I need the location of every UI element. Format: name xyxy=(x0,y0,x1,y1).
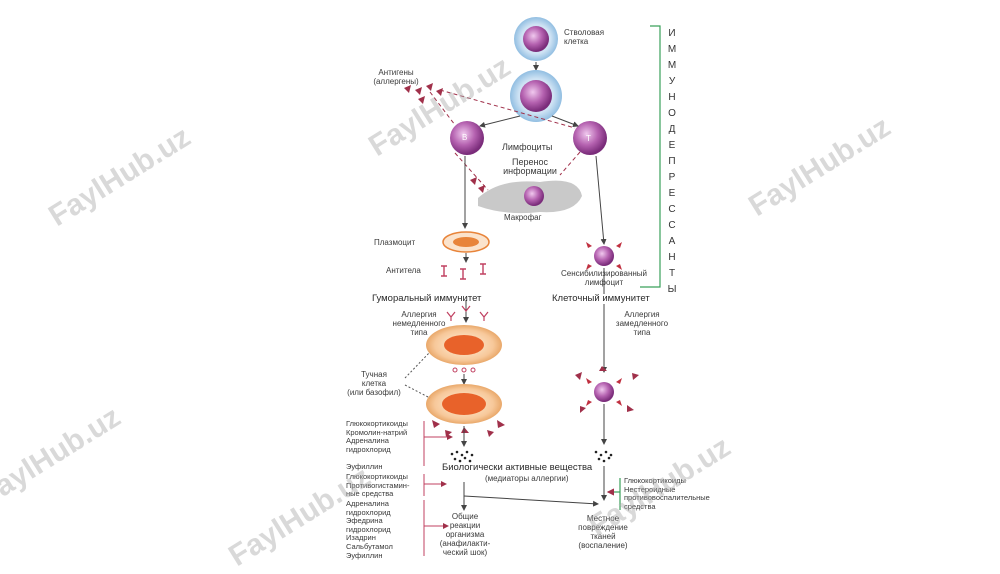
stem-cell-label: Стволовая клетка xyxy=(564,28,605,46)
drugs-group-4: Глюкокортикоиды Нестероидные противовосп… xyxy=(624,476,710,511)
vertical-letter: Е xyxy=(668,140,676,151)
plasmocyte-cell xyxy=(442,231,490,253)
antibodies xyxy=(441,263,486,280)
vertical-letter: Ы xyxy=(667,284,677,295)
mediator-dots-left xyxy=(450,450,474,463)
vertical-letter: О xyxy=(668,108,676,119)
delayed-allergy-label: Аллергия замедленного типа xyxy=(615,310,669,337)
antigens-label: Антигены (аллергены) xyxy=(373,68,419,86)
vertical-letter: И xyxy=(668,28,676,39)
mast-cell-1 xyxy=(426,325,502,365)
drugs-group-3: Адреналина гидрохлорид Эфедрина гидрохло… xyxy=(346,499,393,560)
arrow-to-b xyxy=(479,115,521,128)
drugs-group-1: Глюкокортикоиды Кромолин-натрий Адренали… xyxy=(346,419,408,471)
vertical-letter: Д xyxy=(668,124,676,135)
vertical-letter: Н xyxy=(668,92,676,103)
vertical-letter: А xyxy=(668,236,676,247)
mast-label-leaders xyxy=(404,351,431,399)
arrow-to-t xyxy=(551,115,579,128)
vertical-letter: Н xyxy=(668,252,676,263)
immune-diagram xyxy=(205,17,745,562)
sensitized-lymphocyte-cell xyxy=(586,242,622,270)
antigen-dashes xyxy=(429,89,581,191)
b-cell xyxy=(450,121,484,155)
mediators-label: (медиаторы аллергии) xyxy=(485,474,569,483)
bioactive-label: Биологически активные вещества xyxy=(442,462,593,473)
sensitized-lymphocyte-2 xyxy=(575,366,639,413)
mast-cell-label: Тучная клетка (или базофил) xyxy=(347,370,401,397)
t-cell xyxy=(573,121,607,155)
vertical-letter: Т xyxy=(668,268,676,279)
mediator-dots-right xyxy=(594,450,613,463)
plasmocyte-label: Плазмоцит xyxy=(374,238,416,247)
figure-panel xyxy=(205,18,745,562)
precursor-cell xyxy=(510,70,562,122)
info-transfer-label: Перенос информации xyxy=(503,157,557,176)
macrophage-label: Макрофаг xyxy=(504,213,542,222)
cellular-immunity-label: Клеточный иммунитет xyxy=(552,293,650,304)
green-bracket xyxy=(606,25,661,510)
diagram-stage: Стволовая клетка Антигены (аллергены) В … xyxy=(0,17,896,573)
vertical-letter: П xyxy=(668,156,676,167)
arrow-to-local-diag xyxy=(463,495,599,507)
drugs-group-2: Глюкокортикоиды Противогистамин- ные сре… xyxy=(346,472,410,498)
mast-cell-2 xyxy=(426,384,502,424)
lymphocytes-label: Лимфоциты xyxy=(502,142,553,152)
b-cell-label: В xyxy=(462,133,468,142)
vertical-letter: У xyxy=(668,76,676,87)
general-reactions-label: Общие реакции организма (анафилакти- чес… xyxy=(439,512,491,557)
drug-brackets-left xyxy=(423,421,453,556)
immediate-allergy-label: Аллергия немедленного типа xyxy=(392,310,446,337)
mast-granules xyxy=(452,367,476,373)
vertical-letter: Е xyxy=(668,188,676,199)
stem-cell xyxy=(514,17,558,61)
humoral-immunity-label: Гуморальный иммунитет xyxy=(372,293,482,304)
local-damage-label: Местное повреждение тканей (воспаление) xyxy=(578,514,628,550)
antigen-triangles xyxy=(404,83,485,193)
degranulation-triangles xyxy=(432,420,505,437)
vertical-letter: С xyxy=(668,204,676,215)
sensitized-lymphocyte-label: Сенсибилизированный лимфоцит xyxy=(561,269,647,287)
vertical-letter: С xyxy=(668,220,676,231)
vertical-letter: Р xyxy=(668,172,676,183)
vertical-letter: М xyxy=(667,44,677,55)
arrow-t-down xyxy=(595,155,607,245)
vertical-letter: М xyxy=(667,60,677,71)
t-cell-label: Т xyxy=(586,134,591,143)
antibodies-label: Антитела xyxy=(386,266,421,275)
small-antibodies xyxy=(446,305,489,321)
macrophage-cell xyxy=(478,180,582,214)
